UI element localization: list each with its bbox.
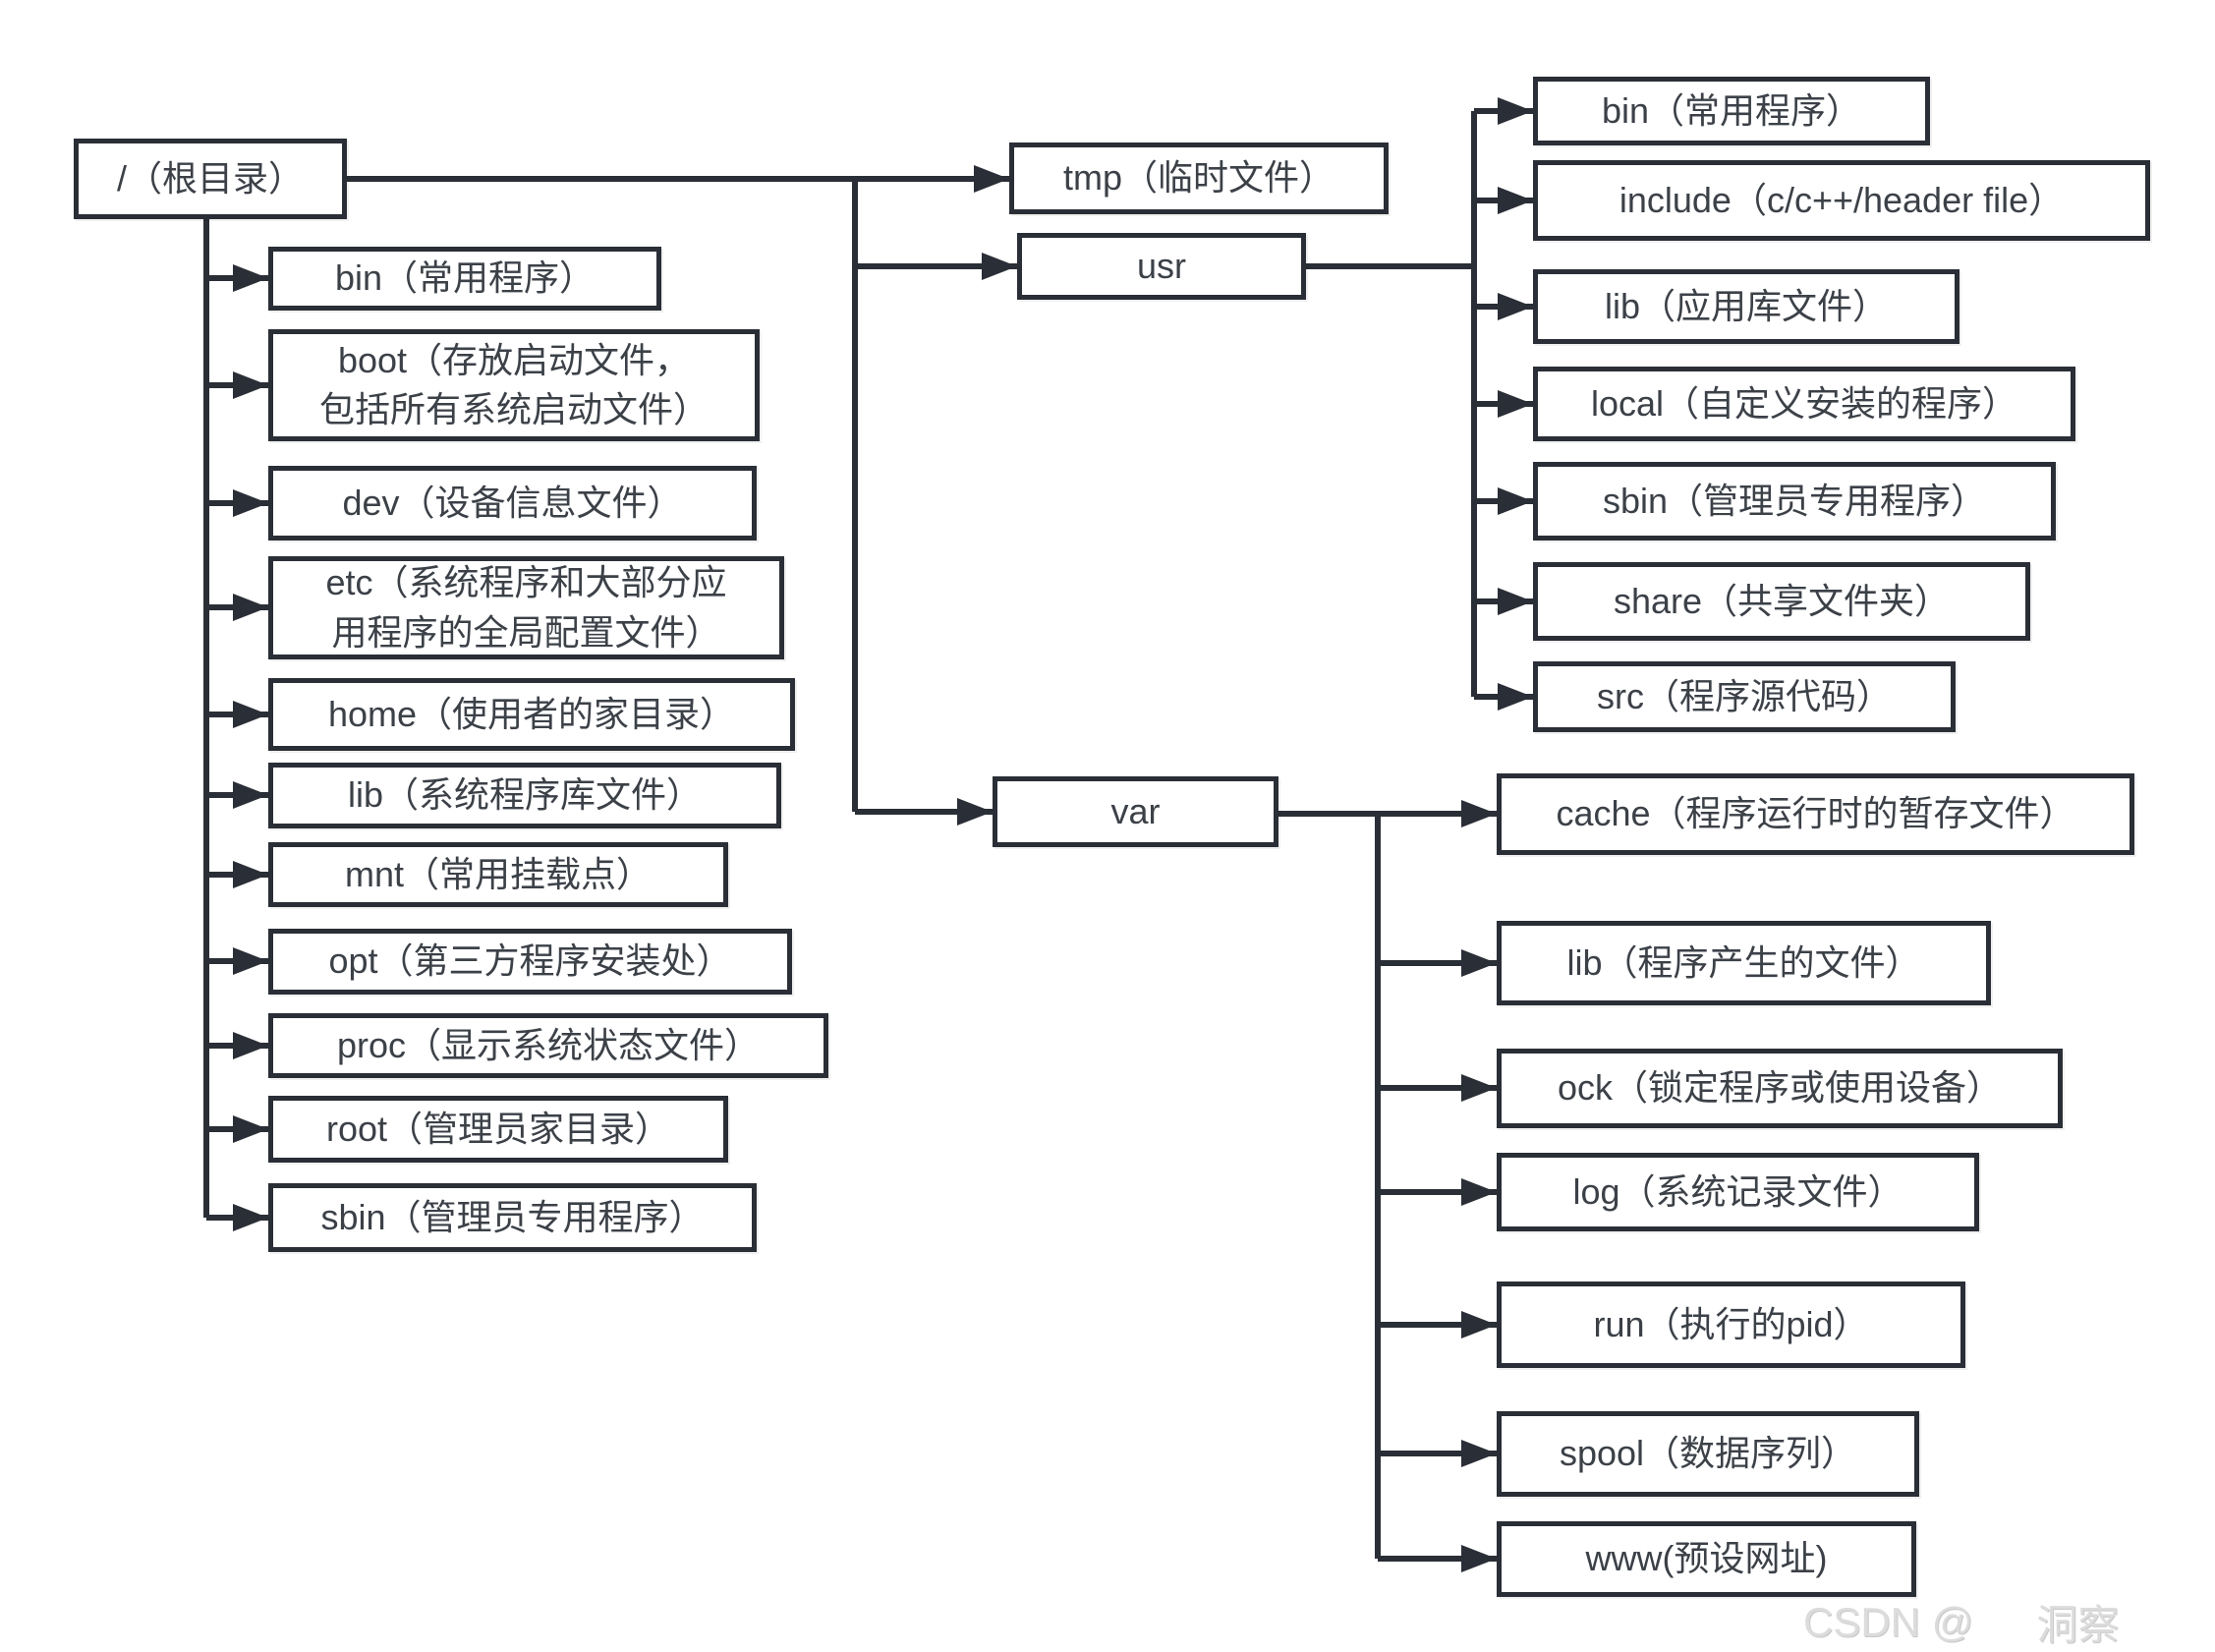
node-etc: etc（系统程序和大部分应 用程序的全局配置文件）: [268, 556, 784, 659]
node-boot: boot（存放启动文件， 包括所有系统启动文件）: [268, 329, 760, 441]
node-sbin: sbin（管理员专用程序）: [268, 1183, 757, 1252]
watermark-brand: CSDN @: [1803, 1598, 1974, 1645]
node-mnt: mnt（常用挂载点）: [268, 842, 728, 907]
node-bin: bin（常用程序）: [268, 247, 661, 311]
node-proc: proc（显示系统状态文件）: [268, 1013, 828, 1078]
node-usr-bin: bin（常用程序）: [1533, 77, 1930, 145]
node-usr-lib: lib（应用库文件）: [1533, 269, 1959, 344]
node-var-ock: ock（锁定程序或使用设备）: [1497, 1049, 2063, 1128]
node-usr-local: local（自定义安装的程序）: [1533, 367, 2075, 441]
node-var-cache: cache（程序运行时的暂存文件）: [1497, 773, 2134, 855]
watermark-author: 洞察: [2036, 1602, 2120, 1648]
node-var-run: run（执行的pid）: [1497, 1282, 1965, 1368]
node-var-lib: lib（程序产生的文件）: [1497, 921, 1991, 1005]
node-usr: usr: [1017, 233, 1306, 300]
node-dev: dev（设备信息文件）: [268, 466, 757, 541]
node-opt: opt（第三方程序安装处）: [268, 929, 792, 995]
node-tmp: tmp（临时文件）: [1009, 142, 1389, 214]
node-home: home（使用者的家目录）: [268, 678, 795, 751]
node-lib: lib（系统程序库文件）: [268, 763, 781, 828]
node-var-spool: spool（数据序列）: [1497, 1411, 1919, 1497]
watermark: CSDN @ 洞察: [1803, 1592, 2119, 1652]
node-var-log: log（系统记录文件）: [1497, 1153, 1979, 1231]
node-usr-include: include（c/c++/header file）: [1533, 160, 2150, 241]
node-var-www: www(预设网址): [1497, 1521, 1916, 1597]
node-usr-sbin: sbin（管理员专用程序）: [1533, 462, 2056, 541]
node-var: var: [993, 776, 1278, 847]
node-usr-src: src（程序源代码）: [1533, 661, 1956, 732]
node-root: /（根目录）: [74, 139, 347, 219]
node-root-home: root（管理员家目录）: [268, 1096, 728, 1163]
node-usr-share: share（共享文件夹）: [1533, 562, 2030, 641]
